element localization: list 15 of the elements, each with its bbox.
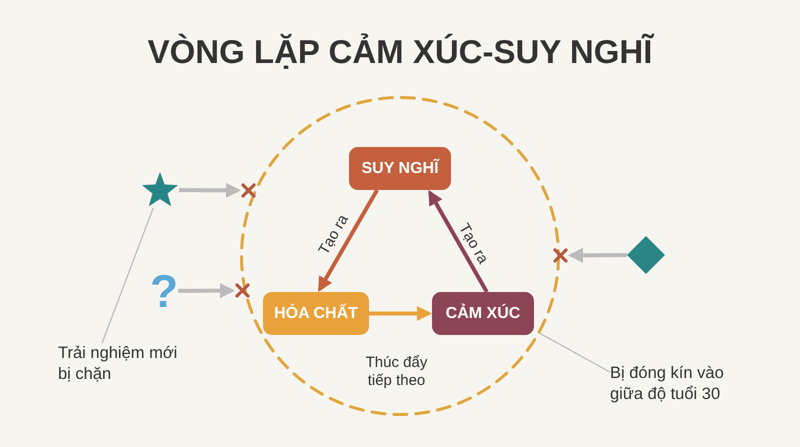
annotation-text: Bị đóng kín vào giữa độ tuổi 30 (610, 363, 736, 404)
process-box: SUY NGHĨ (349, 147, 451, 190)
arrow (369, 306, 432, 321)
arrow (568, 248, 628, 263)
arrow (178, 182, 241, 198)
arrow (318, 189, 379, 292)
arrow (428, 190, 489, 293)
leader-line (102, 208, 154, 344)
leader-line (538, 332, 610, 373)
diagram-title: VÒNG LẶP CẢM XÚC-SUY NGHĨ (148, 33, 652, 71)
process-box: CẢM XÚC (432, 292, 534, 335)
question-mark: ? (150, 268, 178, 314)
annotation-text: Trải nghiệm mới bị chặn (58, 343, 184, 384)
process-box: HÓA CHẤT (263, 292, 369, 335)
arrow (178, 283, 235, 298)
